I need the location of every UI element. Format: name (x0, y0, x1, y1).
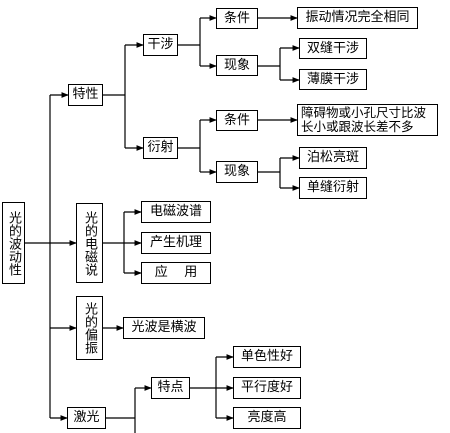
mechanism-label: 产生机理 (149, 235, 202, 251)
diffraction-condition-detail: 障碍物或小孔尺寸比波长小或跟波长差不多 (297, 104, 438, 136)
em-theory-label: 光的电磁说 (82, 210, 97, 276)
monochromatic-node: 单色性好 (233, 346, 301, 368)
features-node: 特点 (151, 377, 190, 399)
polarization-node: 光的偏振 (76, 296, 103, 360)
laser-label: 激光 (73, 410, 100, 426)
interference-node: 干涉 (143, 34, 178, 56)
monochromatic-label: 单色性好 (240, 349, 293, 365)
laser-node: 激光 (67, 407, 106, 429)
single-slit-label: 单缝衍射 (306, 180, 359, 196)
single-slit-node: 单缝衍射 (299, 177, 367, 199)
diffraction-phenomena-label: 现象 (223, 164, 250, 180)
diffraction-condition-label: 条件 (223, 112, 250, 128)
interference-condition-detail-text: 振动情况完全相同 (305, 10, 410, 26)
root-node: 光的波动性 (2, 202, 25, 284)
brightness-node: 亮度高 (233, 407, 301, 429)
transverse-wave-label: 光波是横波 (131, 320, 197, 336)
polarization-label: 光的偏振 (82, 302, 97, 354)
poisson-spot-label: 泊松亮斑 (306, 150, 359, 166)
parallel-label: 平行度好 (240, 380, 293, 396)
em-theory-node: 光的电磁说 (76, 203, 103, 283)
transverse-wave-node: 光波是横波 (123, 317, 205, 339)
interference-phenomena-node: 现象 (216, 55, 258, 76)
em-spectrum-label: 电磁波谱 (149, 204, 202, 220)
mechanism-node: 产生机理 (141, 232, 211, 254)
poisson-spot-node: 泊松亮斑 (299, 147, 367, 169)
diffraction-phenomena-node: 现象 (216, 161, 258, 183)
features-label: 特点 (157, 380, 184, 396)
em-spectrum-node: 电磁波谱 (141, 201, 211, 223)
properties-label: 特性 (72, 87, 99, 103)
diffraction-condition-node: 条件 (216, 110, 258, 131)
thin-film-node: 薄膜干涉 (299, 69, 367, 90)
thin-film-label: 薄膜干涉 (306, 71, 359, 87)
root-label: 光的波动性 (6, 210, 21, 276)
diffraction-condition-detail-text: 障碍物或小孔尺寸比波长小或跟波长差不多 (301, 104, 427, 134)
application-node: 应 用 (141, 262, 211, 284)
diffraction-label: 衍射 (147, 140, 174, 156)
interference-condition-detail: 振动情况完全相同 (297, 7, 418, 29)
double-slit-label: 双缝干涉 (306, 40, 359, 56)
double-slit-node: 双缝干涉 (299, 38, 367, 59)
diffraction-node: 衍射 (143, 137, 178, 159)
application-label: 应 用 (154, 265, 198, 281)
interference-phenomena-label: 现象 (223, 57, 250, 73)
properties-node: 特性 (68, 84, 103, 106)
interference-condition-node: 条件 (216, 8, 258, 29)
interference-condition-label: 条件 (223, 10, 250, 26)
interference-label: 干涉 (147, 37, 174, 53)
parallel-node: 平行度好 (233, 377, 301, 399)
brightness-label: 亮度高 (247, 410, 287, 426)
